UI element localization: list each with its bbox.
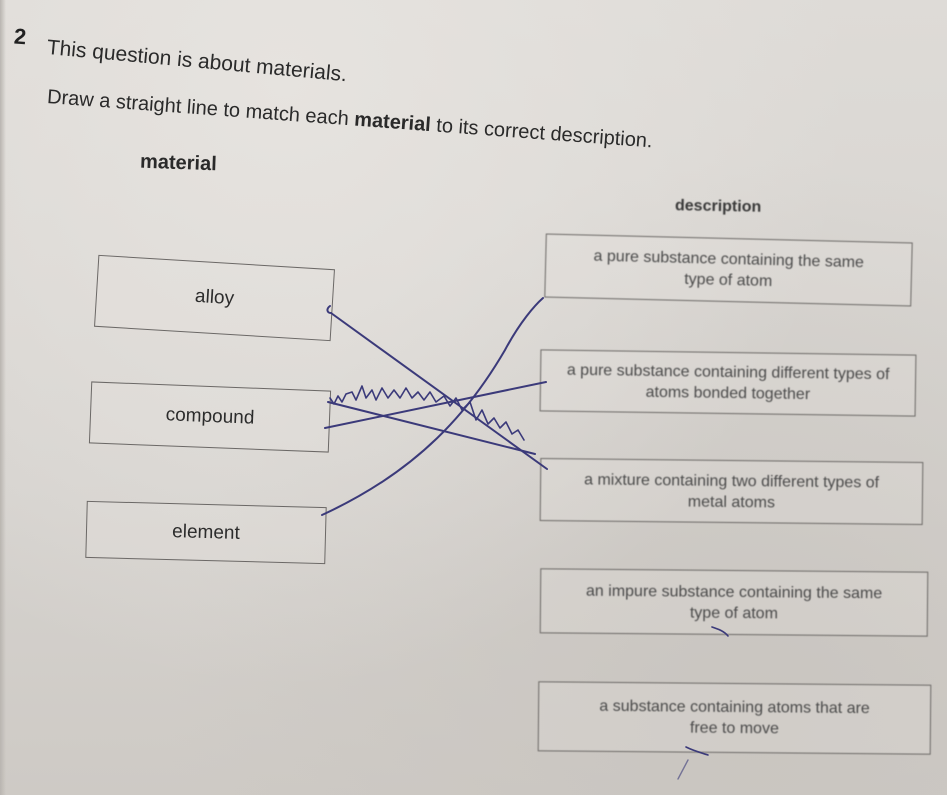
material-box-alloy[interactable]: alloy xyxy=(94,254,335,342)
description-text: a pure substance containing the same typ… xyxy=(593,247,865,291)
material-label: alloy xyxy=(194,285,235,310)
material-box-element[interactable]: element xyxy=(85,500,327,565)
description-text: an impure substance containing the same … xyxy=(585,582,883,622)
description-column-heading: description xyxy=(674,197,762,216)
description-box-pure-different-atoms[interactable]: a pure substance containing different ty… xyxy=(539,349,917,417)
instruction-bold-word: material xyxy=(353,108,432,137)
description-box-atoms-free-to-move[interactable]: a substance containing atoms that are fr… xyxy=(537,681,932,755)
question-number: 2 xyxy=(13,23,28,50)
description-box-mixture-metal-atoms[interactable]: a mixture containing two different types… xyxy=(539,457,924,526)
material-label: element xyxy=(171,520,241,544)
description-box-pure-same-atom[interactable]: a pure substance containing the same typ… xyxy=(544,233,913,307)
material-box-compound[interactable]: compound xyxy=(88,381,332,453)
description-text: a substance containing atoms that are fr… xyxy=(599,697,870,738)
description-box-impure-same-atom[interactable]: an impure substance containing the same … xyxy=(539,568,929,637)
description-text: a mixture containing two different types… xyxy=(584,470,880,511)
page-edge-shadow xyxy=(0,0,6,795)
material-column-heading: material xyxy=(139,150,218,176)
material-label: compound xyxy=(165,404,255,429)
description-text: a pure substance containing different ty… xyxy=(566,361,890,404)
